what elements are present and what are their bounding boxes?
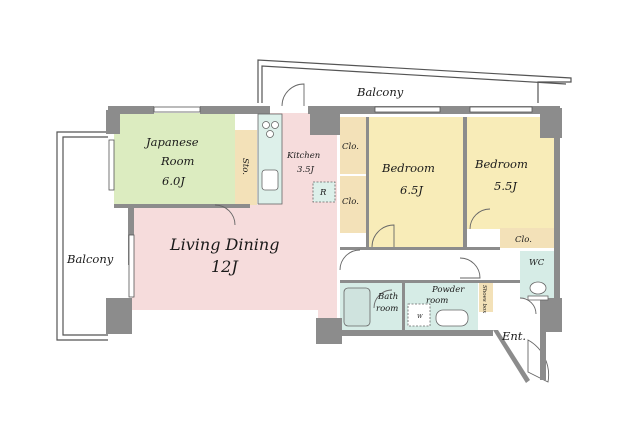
japanese-room-label: Japanese — [144, 135, 199, 149]
bedroom-2-label: Bedroom — [474, 157, 528, 171]
door-bedroom-2 — [469, 208, 491, 230]
closet-1-label: Clo. — [342, 142, 359, 152]
fridge-box — [312, 181, 336, 203]
wc-label: WC — [529, 258, 545, 268]
fridge-label: R — [319, 188, 327, 198]
stove-burner-1 — [262, 121, 270, 129]
doors — [214, 83, 550, 383]
pillar-top-left — [106, 110, 120, 134]
balcony-left-rail — [56, 131, 108, 341]
door-wc — [519, 297, 537, 315]
closet-2-floor — [340, 176, 367, 233]
balcony-top-inner — [261, 65, 567, 103]
kitchen-size: 3.5J — [297, 165, 315, 175]
wall-top-right — [340, 106, 560, 114]
entrance-structure — [493, 330, 546, 383]
kitchen-sink — [261, 169, 279, 191]
toilet — [529, 281, 547, 295]
balcony-left-label: Balcony — [66, 252, 114, 266]
bath-label-2: room — [376, 304, 398, 314]
kitchen-counter — [257, 113, 283, 205]
door-entrance — [527, 339, 550, 383]
closet-2-label: Clo. — [342, 197, 359, 207]
wall-top-left — [108, 106, 154, 114]
bedroom-1-size: 6.5J — [400, 183, 424, 197]
balcony-left-inner — [62, 136, 108, 336]
wall-corridor-top — [340, 247, 500, 250]
shoebox-label: Shoes box — [481, 285, 487, 314]
wall-top-kitchen — [308, 106, 340, 114]
bathtub — [343, 287, 371, 327]
windows — [108, 106, 533, 298]
door-corridor — [339, 249, 361, 271]
wall-bottom — [318, 330, 493, 336]
powder-label-2: room — [426, 296, 448, 306]
balcony-top-label: Balcony — [356, 85, 404, 99]
closet-1-floor — [340, 117, 367, 174]
japanese-room-size: 6.0J — [162, 174, 186, 188]
entrance-wall-left — [493, 330, 530, 383]
door-bedroom-1 — [371, 224, 395, 248]
balcony-top-rail — [257, 59, 572, 103]
storage-floor — [235, 130, 257, 205]
washer-box — [407, 303, 431, 327]
walls — [106, 106, 562, 344]
closet-3-floor — [500, 228, 554, 248]
window-japanese — [153, 106, 201, 113]
door-powder — [459, 257, 481, 279]
wall-top-mid — [200, 106, 270, 114]
pillar-bottom-left — [106, 298, 132, 334]
bedroom-1-floor — [368, 117, 464, 247]
pillar-right-bottom — [540, 298, 562, 332]
japanese-room-label-2: Room — [160, 154, 195, 168]
shoebox-floor — [479, 282, 493, 312]
wc-tank — [527, 295, 549, 301]
living-dining-size: 12J — [211, 257, 239, 276]
door-bath — [373, 289, 393, 309]
window-living-left — [128, 234, 135, 298]
door-japanese — [214, 204, 236, 226]
bath-label: Bath — [377, 292, 398, 302]
wall-bath-divider — [402, 283, 405, 330]
wall-closet-divider — [366, 117, 369, 247]
bedroom-2-size: 5.5J — [494, 179, 518, 193]
balconies — [56, 59, 572, 341]
entrance-wall-right — [540, 330, 546, 380]
fixtures — [257, 113, 549, 327]
wall-bedroom-divider — [463, 117, 467, 247]
storage-label: Sto. — [240, 158, 250, 175]
bedroom-2-floor — [466, 117, 554, 229]
kitchen-label: Kitchen — [286, 151, 320, 161]
washer-label: W — [417, 314, 424, 320]
living-dining-label: Living Dining — [169, 235, 279, 254]
bedroom-1-label: Bedroom — [381, 161, 435, 175]
wall-right — [554, 130, 560, 310]
closet-3-label: Clo. — [515, 235, 532, 245]
pillar-kitchen — [310, 113, 340, 135]
window-bedroom-2 — [469, 106, 533, 113]
door-living-balcony — [281, 83, 305, 107]
window-bedroom-1 — [374, 106, 441, 113]
powder-label: Powder — [431, 285, 465, 295]
vanity-basin — [435, 309, 469, 327]
japanese-room-floor — [114, 113, 235, 205]
stove-burner-2 — [271, 121, 279, 129]
labels: Balcony Balcony Japanese Room 6.0J Sto. … — [66, 85, 545, 343]
stove-burner-3 — [266, 130, 274, 138]
entrance-label: Ent. — [501, 329, 526, 343]
pillar-bottom-mid — [316, 318, 342, 344]
wall-japanese-bottom — [114, 204, 250, 208]
window-japanese-left — [108, 139, 115, 191]
wall-wet-top — [340, 280, 520, 283]
